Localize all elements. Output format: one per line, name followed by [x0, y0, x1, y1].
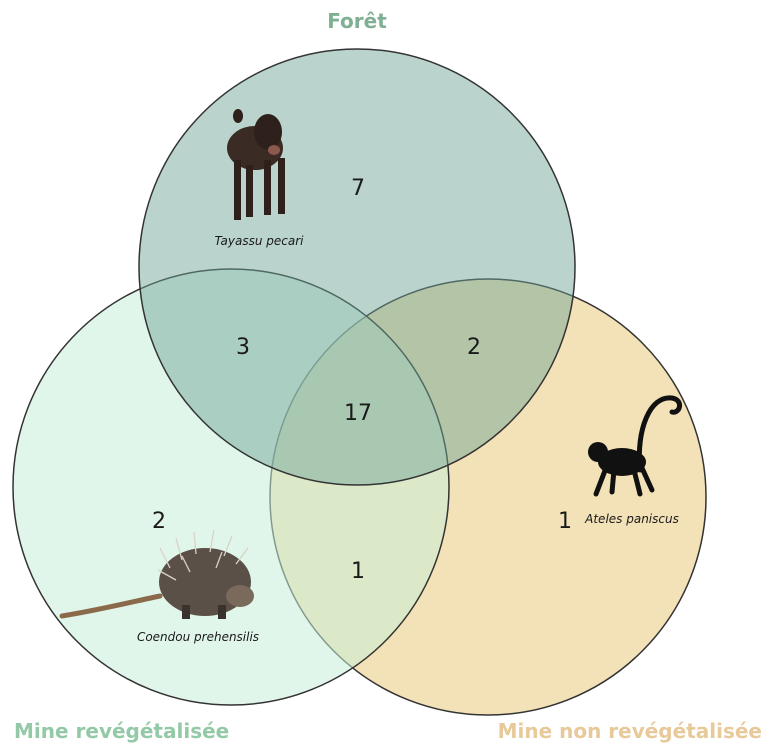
count-mine-revegetalisee-only: 2 — [152, 509, 166, 534]
count-foret-mine-non-revegetalisee: 2 — [467, 335, 481, 360]
count-foret-only: 7 — [351, 176, 365, 201]
species-label-mine-non-revegetalisee: Ateles paniscus — [584, 512, 679, 526]
count-both-mines: 1 — [351, 559, 365, 584]
count-all-three: 17 — [344, 401, 372, 426]
count-mine-non-revegetalisee-only: 1 — [558, 509, 572, 534]
set-title-mine-revegetalisee: Mine revégétalisée — [14, 719, 229, 743]
set-title-mine-non-revegetalisee: Mine non revégétalisée — [498, 719, 762, 743]
species-label-mine-revegetalisee: Coendou prehensilis — [137, 630, 259, 644]
set-title-foret: Forêt — [327, 9, 387, 33]
species-label-foret: Tayassu pecari — [214, 234, 304, 248]
count-foret-mine-revegetalisee: 3 — [236, 335, 250, 360]
